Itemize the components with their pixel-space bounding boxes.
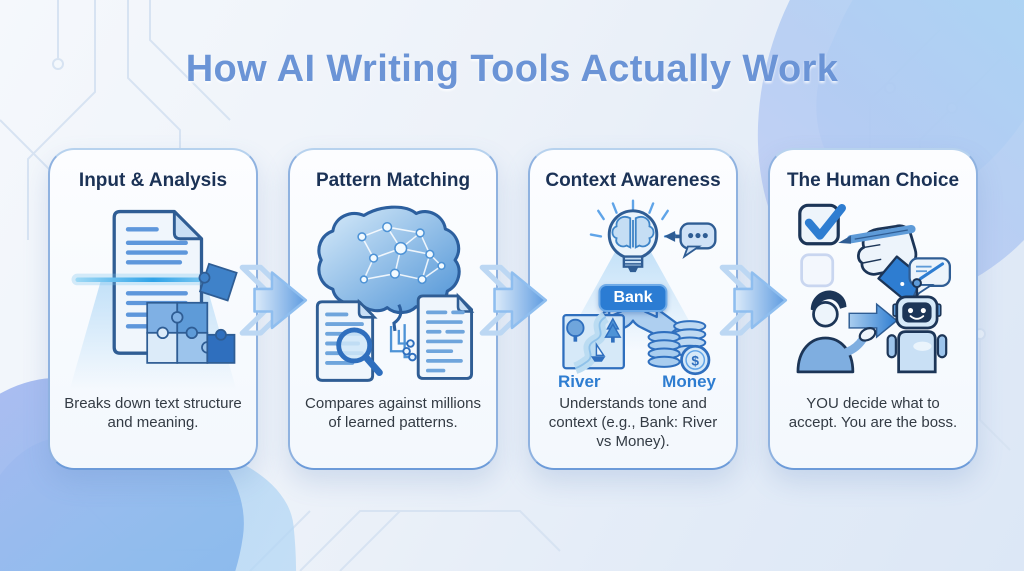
steps-row: Input & Analysis <box>48 148 978 470</box>
lightbulb-brain-context-icon: Bank River Money <box>542 198 724 392</box>
human-approval-robot-icon <box>782 198 964 392</box>
money-label: Money <box>662 372 716 391</box>
flow-connector-2 <box>479 148 548 470</box>
flow-connector-1 <box>239 148 308 470</box>
human-approval-robot-icon <box>796 203 952 374</box>
card-title: Context Awareness <box>545 170 721 191</box>
card-description: Understands tone and context (e.g., Bank… <box>548 395 718 451</box>
river-icon <box>562 311 625 374</box>
circuit-connector-nodes <box>402 339 417 362</box>
neural-network-nodes <box>357 221 446 285</box>
chevron-right-arrow-icon <box>239 264 308 336</box>
speech-bubble-pen-icon <box>908 257 952 300</box>
bank-chip: Bank <box>598 284 668 312</box>
document-magnifier-icon <box>315 298 383 382</box>
card-description: Compares against millions of learned pat… <box>305 395 481 432</box>
step-card-context-awareness: Context Awareness Bank River Money <box>528 148 738 470</box>
checked-checkbox-icon <box>798 203 847 246</box>
brain-pattern-documents-icon <box>315 205 475 382</box>
card-title: Pattern Matching <box>315 170 471 191</box>
card-title: The Human Choice <box>786 170 960 191</box>
dollar-sign: $ <box>691 353 699 368</box>
empty-checkbox-icon <box>800 253 835 288</box>
scan-line <box>71 273 235 286</box>
magnifier-icon <box>336 327 373 364</box>
step-card-human-choice: The Human Choice <box>768 148 978 470</box>
card-description: Breaks down text structure and meaning. <box>64 395 242 432</box>
document-patterns-icon <box>416 292 475 380</box>
page-title: How AI Writing Tools Actually Work <box>185 48 839 90</box>
lightbulb-brain-icon <box>607 209 659 273</box>
sailboat-icon <box>595 341 606 357</box>
river-label: River <box>558 372 601 391</box>
person-icon <box>796 290 877 374</box>
speech-bubble-dots-icon <box>664 222 717 259</box>
lightbulb-brain-context-icon: $ <box>559 199 717 376</box>
money-coins-icon: $ <box>647 320 711 376</box>
brain-icon <box>317 205 461 332</box>
document-scan-puzzle-icon <box>69 209 238 391</box>
chevron-right-arrow-icon <box>719 264 788 336</box>
card-description: YOU decide what to accept. You are the b… <box>788 395 958 432</box>
card-title: Input & Analysis <box>78 170 228 191</box>
brain-pattern-documents-icon <box>302 198 484 392</box>
step-card-input-analysis: Input & Analysis <box>48 148 258 470</box>
flow-connector-3 <box>719 148 788 470</box>
circuit-connector-lines <box>389 324 409 359</box>
chevron-right-arrow-icon <box>479 264 548 336</box>
step-card-pattern-matching: Pattern Matching <box>288 148 498 470</box>
document-scan-puzzle-icon <box>62 198 244 392</box>
